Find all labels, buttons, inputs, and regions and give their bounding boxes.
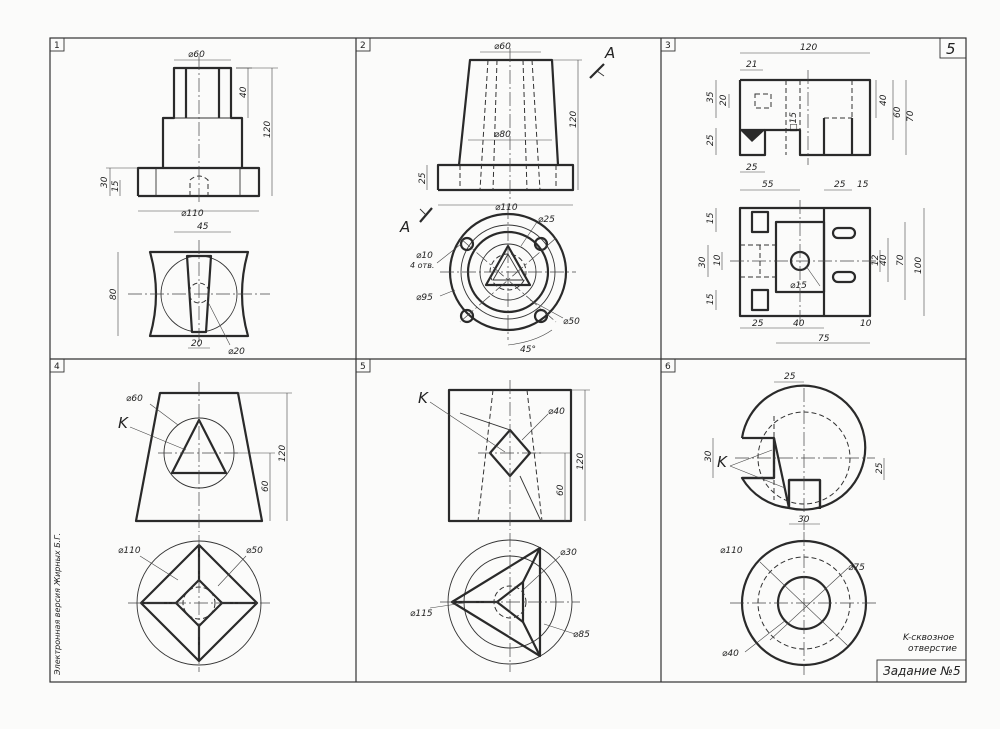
dim-c3-d60: 60 [893, 106, 903, 118]
cell-label-3: 3 [665, 41, 671, 51]
dim-c2-d25b: ⌀25 [538, 215, 555, 225]
dim-c3-d12: 12 [871, 254, 881, 266]
dim-c4-d50: ⌀50 [246, 546, 263, 556]
dim-c3-d15d: ⌀15 [790, 281, 807, 291]
dim-c6-d30: 30 [704, 450, 714, 462]
dim-c2-d120: 120 [569, 111, 579, 128]
dim-c1-d20: 20 [191, 339, 203, 349]
dim-c1-d80: 80 [109, 288, 119, 300]
dim-c1-d20b: ⌀20 [228, 347, 245, 357]
dim-c2-d80: ⌀80 [494, 130, 511, 140]
dim-c3-d15c: 15 [706, 293, 716, 305]
dim-c3-d40: 40 [879, 94, 889, 106]
dim-c5-d115: ⌀115 [410, 609, 433, 619]
title-box [876, 659, 967, 683]
dim-c3-d40c: 40 [793, 319, 805, 329]
dim-c4-d60: ⌀60 [126, 394, 143, 404]
dim-c5-d85: ⌀85 [573, 630, 590, 640]
dim-c3-d25: 25 [706, 134, 716, 146]
author-credit: Электронная версия Жирных Б.Г. [53, 533, 62, 676]
dim-c6-d25b: 25 [875, 462, 885, 474]
section-mark-a-bottom: A [399, 218, 410, 236]
dim-c5-d120: 120 [576, 453, 586, 470]
dim-c6-d75: ⌀75 [848, 563, 865, 573]
dim-c4-d110: ⌀110 [118, 546, 141, 556]
dim-c3-d10b: 10 [860, 319, 872, 329]
dim-c6-d30b: 30 [798, 515, 810, 525]
dim-c3-d15b: 15 [706, 212, 716, 224]
dim-c3-d25d: 25 [752, 319, 764, 329]
dim-c6-d25: 25 [784, 372, 796, 382]
sheet-number: 5 [946, 40, 956, 58]
cell-label-boxes: 1 2 3 4 5 6 [49, 37, 676, 373]
sheet-number-box [939, 37, 967, 59]
cell-label-6: 6 [665, 362, 671, 372]
dim-c3-d70: 70 [906, 110, 916, 122]
dim-c2-d110: ⌀110 [495, 203, 518, 213]
dim-c5-d60: 60 [556, 484, 566, 496]
dim-c3-d15sq: □15 [789, 112, 799, 132]
dim-c1-d30: 30 [100, 176, 110, 188]
dim-c2-d10: ⌀10 [416, 251, 433, 261]
dim-c3-d70b: 70 [896, 254, 906, 266]
dim-c3-d100: 100 [914, 257, 924, 274]
dim-c6-d40: ⌀40 [722, 649, 739, 659]
cell-1-drawing: ⌀60 40 120 30 15 ⌀110 45 80 20 ⌀20 [100, 50, 278, 357]
dim-c3-d35: 35 [706, 91, 716, 103]
note-line-1: K-сквозное [903, 633, 955, 643]
dim-c4-d120: 120 [278, 445, 288, 462]
dim-c3-d55: 55 [762, 180, 774, 190]
cell-4-drawing: ⌀60 K 120 60 ⌀110 ⌀50 [118, 382, 292, 672]
cell-label-2: 2 [360, 41, 366, 51]
dim-c2-d60: ⌀60 [494, 42, 511, 52]
dim-c3-d75: 75 [818, 334, 830, 344]
section-mark-a-top: A [604, 44, 615, 62]
dim-c6-k: K [717, 453, 728, 471]
dim-c5-d30: ⌀30 [560, 548, 577, 558]
dim-c2-d95: ⌀95 [416, 293, 433, 303]
dim-c2-a45: 45° [520, 345, 536, 355]
dim-c1-d60: ⌀60 [188, 50, 205, 60]
dim-c3-d120: 120 [800, 43, 817, 53]
dim-c2-d25: 25 [418, 172, 428, 184]
dim-c1-d110: ⌀110 [181, 209, 204, 219]
dim-c5-k: K [418, 389, 429, 407]
dim-c3-d15: 15 [857, 180, 869, 190]
dim-c1-d45: 45 [197, 222, 209, 232]
note-line-2: отверстие [908, 644, 957, 654]
cell-label-4: 4 [54, 362, 60, 372]
dim-c1-d120: 120 [263, 121, 273, 138]
cell-3-drawing: 120 21 35 20 25 □15 40 60 70 25 55 [698, 43, 925, 344]
dim-c4-d60b: 60 [261, 480, 271, 492]
cell-label-5: 5 [360, 362, 366, 372]
dim-c3-d10: 10 [713, 254, 723, 266]
dim-c4-k: K [118, 414, 129, 432]
dim-c2-holes: 4 отв. [410, 261, 434, 270]
cell-label-1: 1 [54, 41, 60, 51]
dim-c1-d40: 40 [239, 86, 249, 98]
cell-5-drawing: K ⌀40 120 60 ⌀30 ⌀115 ⌀85 [410, 380, 590, 672]
dim-c5-d40: ⌀40 [548, 407, 565, 417]
dim-c6-d110: ⌀110 [720, 546, 743, 556]
cell-2-drawing: ⌀60 120 ⌀80 25 ⌀110 A A ⌀25 [399, 42, 615, 355]
dim-c3-d40b: 40 [879, 254, 889, 266]
dim-c3-d20: 20 [719, 94, 729, 106]
dim-c2-d50: ⌀50 [563, 317, 580, 327]
dim-c3-d30: 30 [698, 256, 708, 268]
dim-c3-d25b: 25 [746, 163, 758, 173]
dim-c1-d15: 15 [111, 180, 121, 192]
dim-c3-d21: 21 [746, 60, 757, 70]
dim-c3-d25c: 25 [834, 180, 846, 190]
cell-6-drawing: 25 30 K 25 30 ⌀110 ⌀75 ⌀40 K-сквозное от… [704, 372, 957, 675]
sheet-title: Задание №5 [883, 664, 961, 678]
